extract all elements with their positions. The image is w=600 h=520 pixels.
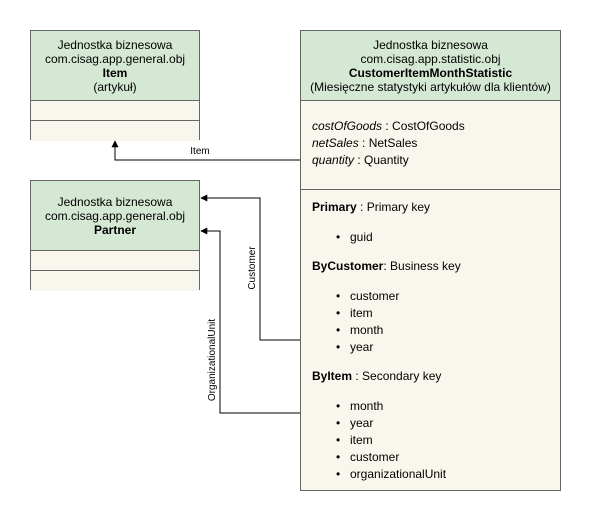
key-by-item-fields: month year item customer organizationalU… [312,398,560,483]
key-primary-title: Primary : Primary key [312,200,431,214]
key-field: year [312,415,560,432]
item-attributes-section [31,101,199,121]
key-field: organizationalUnit [312,466,560,483]
partner-package: com.cisag.app.general.obj [44,209,186,223]
key-field: customer [312,288,560,305]
key-field: year [312,339,560,356]
customer-reference-line[interactable] [200,194,300,341]
item-package: com.cisag.app.general.obj [44,52,186,66]
key-by-customer-title: ByCustomer: Business key [312,259,461,273]
statistic-entity-box[interactable]: Jednostka biznesowa com.cisag.app.statis… [300,30,561,491]
item-stereotype: Jednostka biznesowa [57,38,173,52]
partner-attributes-section [31,251,199,271]
key-by-customer-fields: customer item month year [312,288,560,356]
partner-keys-section [31,271,199,291]
key-primary-fields: guid [312,229,560,246]
key-field: item [312,305,560,322]
key-by-item-title: ByItem : Secondary key [312,369,442,383]
statistic-stereotype: Jednostka biznesowa [373,38,488,52]
item-entity-header: Jednostka biznesowa com.cisag.app.genera… [31,31,199,101]
item-reference-line[interactable] [111,140,300,161]
organizational-unit-link-label: OrganizationalUnit [207,319,218,401]
customer-link-label: Customer [247,246,258,290]
attribute-net-sales: netSales : NetSales [312,136,418,150]
item-keys-section [31,121,199,141]
key-field: month [312,322,560,339]
statistic-entity-name: CustomerItemMonthStatistic [348,66,513,80]
key-field: item [312,432,560,449]
statistic-keys-section: Primary : Primary key guid ByCustomer: B… [301,190,560,490]
statistic-entity-header: Jednostka biznesowa com.cisag.app.statis… [301,31,560,101]
partner-entity-box[interactable]: Jednostka biznesowa com.cisag.app.genera… [30,180,200,291]
statistic-attributes-section: costOfGoods : CostOfGoods netSales : Net… [301,101,560,190]
attribute-quantity: quantity : Quantity [312,153,409,167]
item-entity-box[interactable]: Jednostka biznesowa com.cisag.app.genera… [30,30,200,141]
statistic-package: com.cisag.app.statistic.obj [360,52,501,66]
key-field: guid [312,229,560,246]
statistic-translation: (Miesięczne statystyki artykułów dla kli… [310,80,551,94]
partner-entity-name: Partner [93,223,137,237]
item-entity-name: Item [102,66,128,80]
attribute-cost-of-goods: costOfGoods : CostOfGoods [312,119,465,133]
partner-stereotype: Jednostka biznesowa [57,195,173,209]
key-field: customer [312,449,560,466]
partner-entity-header: Jednostka biznesowa com.cisag.app.genera… [31,181,199,251]
key-field: month [312,398,560,415]
organizational-unit-reference-line[interactable] [200,227,300,414]
item-link-label: Item [190,146,209,157]
item-translation: (artykuł) [93,80,137,94]
